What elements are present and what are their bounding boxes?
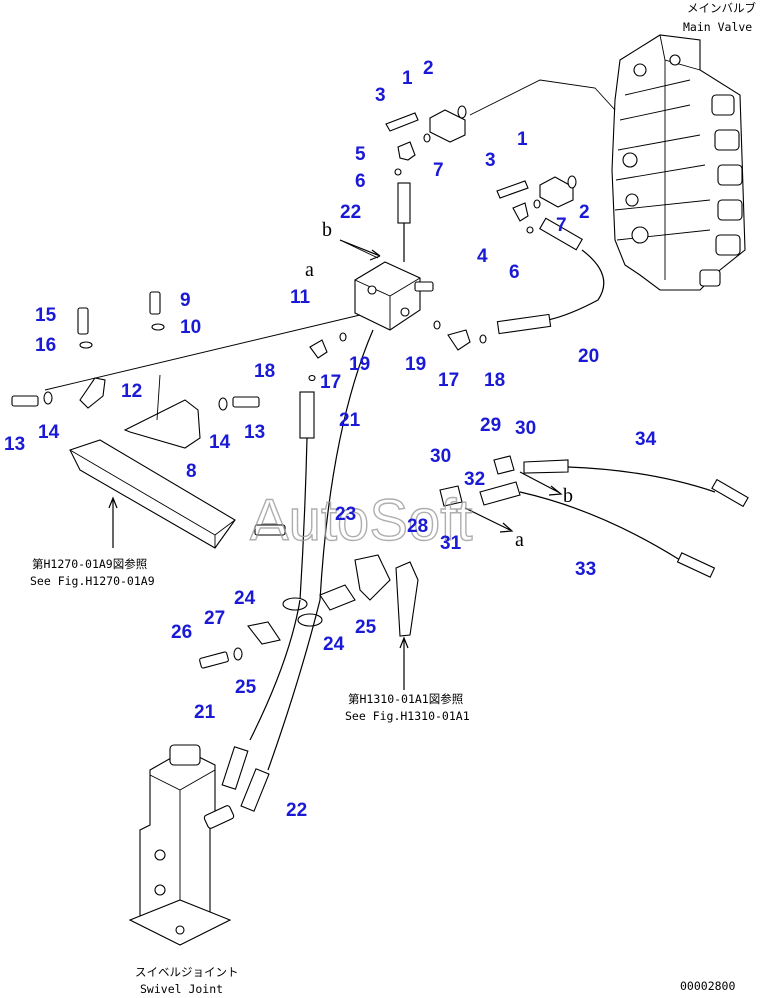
callout-3: 3 bbox=[485, 150, 496, 171]
main-valve-label-en: Main Valve bbox=[683, 20, 752, 34]
hose-22-top bbox=[397, 182, 411, 262]
callout-12: 12 bbox=[121, 381, 142, 402]
callout-9: 9 bbox=[180, 290, 191, 311]
callout-25: 25 bbox=[235, 677, 257, 698]
callout-34: 34 bbox=[635, 429, 657, 450]
washers bbox=[43, 323, 228, 411]
callout-13: 13 bbox=[244, 422, 265, 443]
hose-21-top bbox=[299, 391, 315, 601]
swivel-joint-label-en: Swivel Joint bbox=[140, 982, 223, 996]
callout-29: 29 bbox=[480, 415, 501, 436]
callout-14: 14 bbox=[209, 432, 231, 453]
callout-30: 30 bbox=[430, 446, 451, 467]
callout-18: 18 bbox=[254, 361, 275, 382]
callout-25: 25 bbox=[355, 617, 377, 638]
callout-33: 33 bbox=[575, 559, 596, 580]
callout-21: 21 bbox=[194, 702, 216, 723]
split-flange-1 bbox=[429, 109, 574, 208]
ref-h1270-jp: 第H1270-01A9図参照 bbox=[32, 557, 147, 571]
callout-17: 17 bbox=[320, 372, 341, 393]
hose-20 bbox=[496, 217, 605, 335]
callout-27: 27 bbox=[204, 608, 225, 629]
callout-17: 17 bbox=[438, 370, 459, 391]
callout-24: 24 bbox=[234, 588, 256, 609]
callout-26: 26 bbox=[171, 622, 192, 643]
ref-h1310-jp: 第H1310-01A1図参照 bbox=[348, 692, 463, 706]
callout-7: 7 bbox=[433, 160, 444, 181]
callout-19: 19 bbox=[405, 354, 426, 375]
callout-16: 16 bbox=[35, 335, 56, 356]
callout-2: 2 bbox=[579, 202, 590, 223]
hose-21-lower bbox=[221, 599, 301, 790]
callout-1: 1 bbox=[517, 129, 528, 150]
callout-22: 22 bbox=[340, 202, 361, 223]
callout-1: 1 bbox=[402, 68, 413, 89]
bracket-h1310 bbox=[395, 561, 419, 637]
callout-19: 19 bbox=[349, 354, 370, 375]
ref-h1270-en: See Fig.H1270-01A9 bbox=[30, 574, 155, 588]
callout-21: 21 bbox=[339, 410, 361, 431]
main-valve-label-jp: メインバルブ bbox=[687, 1, 756, 15]
main-valve bbox=[611, 34, 746, 291]
callout-7: 7 bbox=[556, 215, 567, 236]
callout-24: 24 bbox=[323, 634, 345, 655]
bracket-8 bbox=[123, 374, 201, 449]
hose-22-lower bbox=[240, 599, 321, 812]
o-rings bbox=[308, 105, 577, 382]
callout-6: 6 bbox=[509, 262, 520, 283]
ref-h1310-en: See Fig.H1310-01A1 bbox=[345, 709, 470, 723]
swivel-joint bbox=[128, 744, 235, 946]
letter-b-top: b bbox=[322, 219, 332, 241]
callout-4: 4 bbox=[477, 246, 488, 267]
callout-14: 14 bbox=[38, 422, 60, 443]
callout-5: 5 bbox=[355, 144, 366, 165]
letter-a-top: a bbox=[305, 259, 314, 281]
bolts-13 bbox=[11, 291, 260, 408]
block-11 bbox=[354, 261, 434, 331]
callout-23: 23 bbox=[335, 504, 356, 525]
callout-11: 11 bbox=[290, 287, 311, 308]
callout-22: 22 bbox=[286, 800, 307, 821]
frame-member bbox=[69, 439, 236, 549]
callout-18: 18 bbox=[484, 370, 505, 391]
watermark: AutoSoft bbox=[250, 488, 472, 553]
callout-3: 3 bbox=[375, 85, 386, 106]
elbow-fittings bbox=[309, 141, 529, 359]
letter-a-right: a bbox=[515, 529, 524, 551]
figure-code: 00002800 bbox=[680, 979, 735, 993]
callout-6: 6 bbox=[355, 171, 366, 192]
callout-13: 13 bbox=[4, 434, 25, 455]
callout-8: 8 bbox=[186, 461, 197, 482]
callout-28: 28 bbox=[407, 516, 428, 537]
swivel-joint-label-jp: スイベルジョイント bbox=[135, 965, 239, 979]
clamp-group bbox=[199, 524, 391, 669]
callout-30: 30 bbox=[515, 418, 536, 439]
callout-15: 15 bbox=[35, 305, 57, 326]
callout-20: 20 bbox=[578, 346, 599, 367]
callout-numbers: 1 2 3 5 7 6 22 1 3 2 7 4 6 11 15 9 16 10… bbox=[4, 58, 657, 821]
harness bbox=[439, 455, 749, 578]
letter-b-right: b bbox=[563, 485, 573, 507]
callout-31: 31 bbox=[440, 533, 462, 554]
callout-2: 2 bbox=[423, 58, 434, 79]
bolts-3 bbox=[385, 112, 529, 199]
callout-10: 10 bbox=[180, 317, 201, 338]
bracket-12 bbox=[79, 377, 106, 409]
callout-32: 32 bbox=[464, 469, 485, 490]
